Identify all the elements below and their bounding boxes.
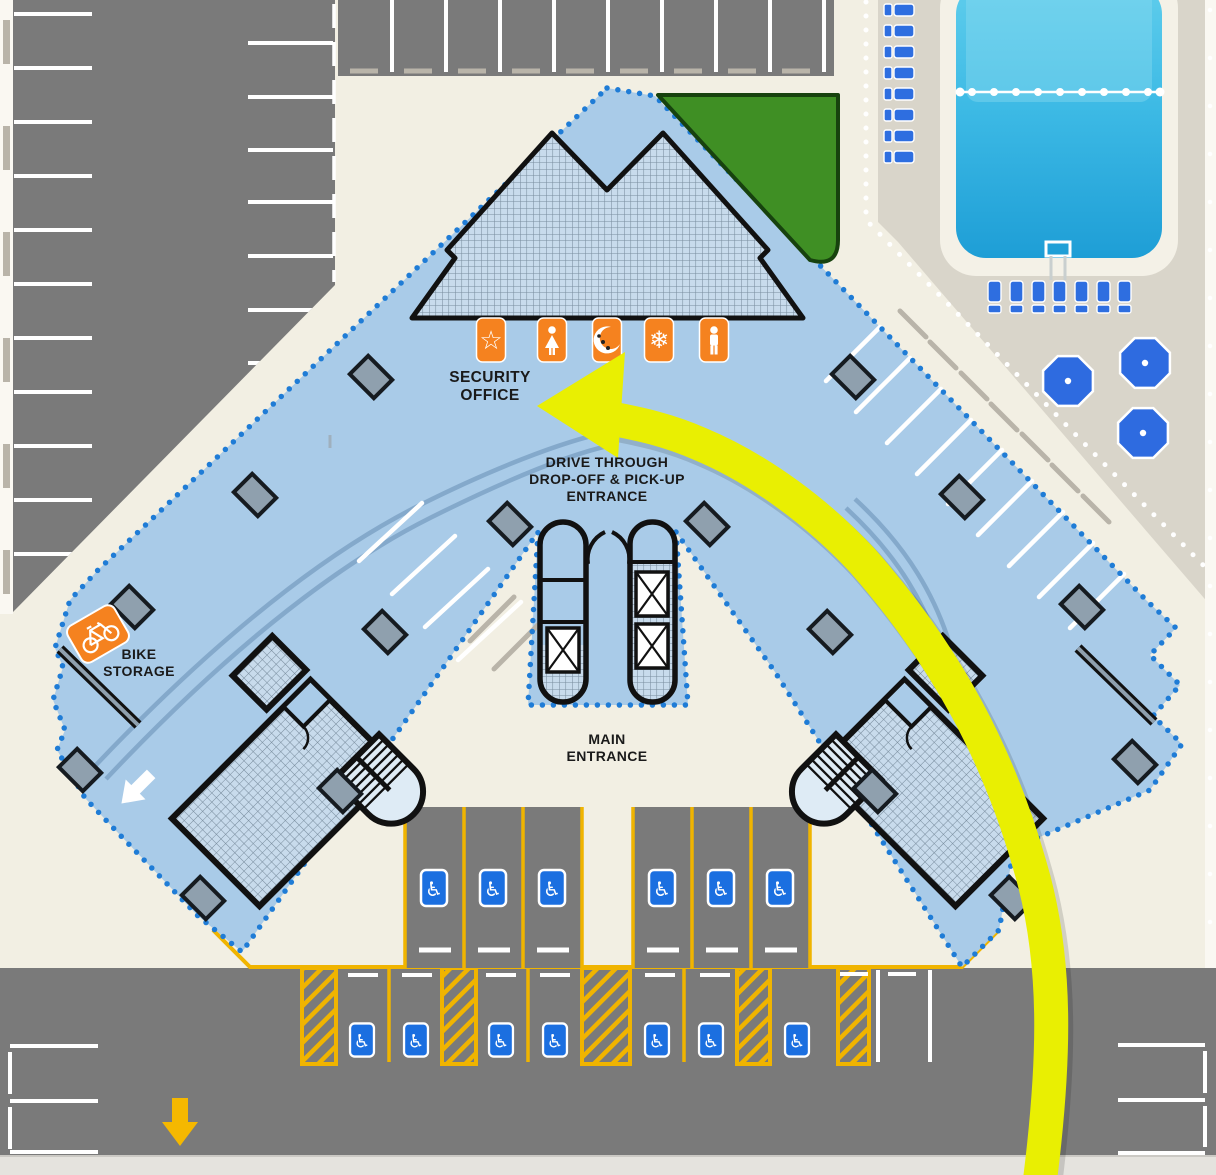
- pool-ladder-icon: [1044, 240, 1072, 280]
- pool-shallow-end: [966, 0, 1152, 102]
- bicycle-icon: [82, 621, 120, 654]
- elevator: [545, 626, 581, 674]
- svg-text:DRIVE THROUGH: DRIVE THROUGH: [546, 454, 669, 470]
- moon-badge: [591, 317, 623, 363]
- main-entrance-label: MAIN ENTRANCE: [567, 731, 648, 764]
- pool-area: [863, 0, 1207, 569]
- svg-text:STORAGE: STORAGE: [103, 663, 175, 679]
- woman-badge: [536, 317, 568, 363]
- man-icon: [710, 326, 718, 355]
- drive-lane: [93, 429, 956, 781]
- road-shoulder: [0, 1156, 1216, 1175]
- row-asphalt: [338, 0, 834, 76]
- route-arrow: [537, 352, 1074, 1175]
- footprint-boundary: [50, 85, 1186, 972]
- star-badge: ☆: [475, 317, 507, 363]
- elevator: [634, 622, 670, 670]
- svg-text:SECURITY: SECURITY: [449, 369, 531, 386]
- route-arrowhead: [537, 352, 625, 458]
- no-parking-zones: [300, 966, 871, 1066]
- pool-loungers-bottom: [987, 280, 1132, 314]
- bike-storage-label: BIKE STORAGE: [103, 646, 175, 679]
- parking-lot-top-left: [0, 0, 336, 614]
- row-stall-dividers: [390, 0, 826, 72]
- lot-asphalt: [13, 0, 335, 612]
- snowflake-icon: ❄: [649, 326, 669, 354]
- drive-through-label: DRIVE THROUGH DROP-OFF & PICK-UP ENTRANC…: [529, 454, 685, 504]
- core-lobby: [537, 519, 678, 705]
- elevator: [634, 570, 670, 618]
- security-office-label: SECURITY OFFICE: [449, 369, 531, 404]
- bike-storage-badge: [66, 604, 130, 664]
- core-west-pill: [537, 519, 589, 705]
- pedestrian-arrow-icon: [121, 769, 156, 804]
- svg-text:MAIN: MAIN: [588, 731, 625, 747]
- man-badge: [698, 317, 730, 363]
- svg-text:ENTRANCE: ENTRANCE: [567, 488, 648, 504]
- road-stall-lines-bottom-left: [8, 1044, 98, 1154]
- sidewalk-left-strip: [0, 0, 13, 614]
- lot-stall-lines: [14, 12, 333, 556]
- road-top-dashes: [348, 972, 916, 977]
- core-east-pill: [627, 519, 678, 705]
- star-icon: ☆: [479, 326, 502, 356]
- svg-text:DROP-OFF & PICK-UP: DROP-OFF & PICK-UP: [529, 471, 685, 487]
- moon-icon: [593, 326, 620, 354]
- arm-stall-lines-left: [356, 500, 524, 663]
- exit-arrow-icon: [162, 1098, 198, 1146]
- parking-row-top: [338, 0, 834, 76]
- north-wing: [409, 130, 806, 321]
- amenity-badges: ☆ ❄: [475, 317, 730, 363]
- yellow-stall-dividers: [387, 968, 686, 1062]
- lawn: [656, 93, 840, 264]
- road-stall-lines-right-top: [876, 970, 932, 1062]
- rack-right: [1074, 644, 1158, 726]
- svg-text:OFFICE: OFFICE: [460, 387, 519, 404]
- road-stall-lines-bottom-right: [1118, 1043, 1207, 1155]
- woman-icon: [545, 326, 559, 355]
- pool: [956, 0, 1162, 258]
- arm-curb-dashes-right: [897, 308, 1112, 525]
- entrance-door-arcs: [585, 530, 632, 565]
- svg-text:ENTRANCE: ENTRANCE: [567, 748, 648, 764]
- svg-text:BIKE: BIKE: [121, 646, 156, 662]
- bike-rack: [56, 645, 142, 729]
- snowflake-badge: ❄: [643, 317, 675, 363]
- accessible-parking-upper: [403, 807, 812, 968]
- pool-lane-rope: [955, 87, 1165, 97]
- sidewalk-right-strip: [1205, 0, 1216, 968]
